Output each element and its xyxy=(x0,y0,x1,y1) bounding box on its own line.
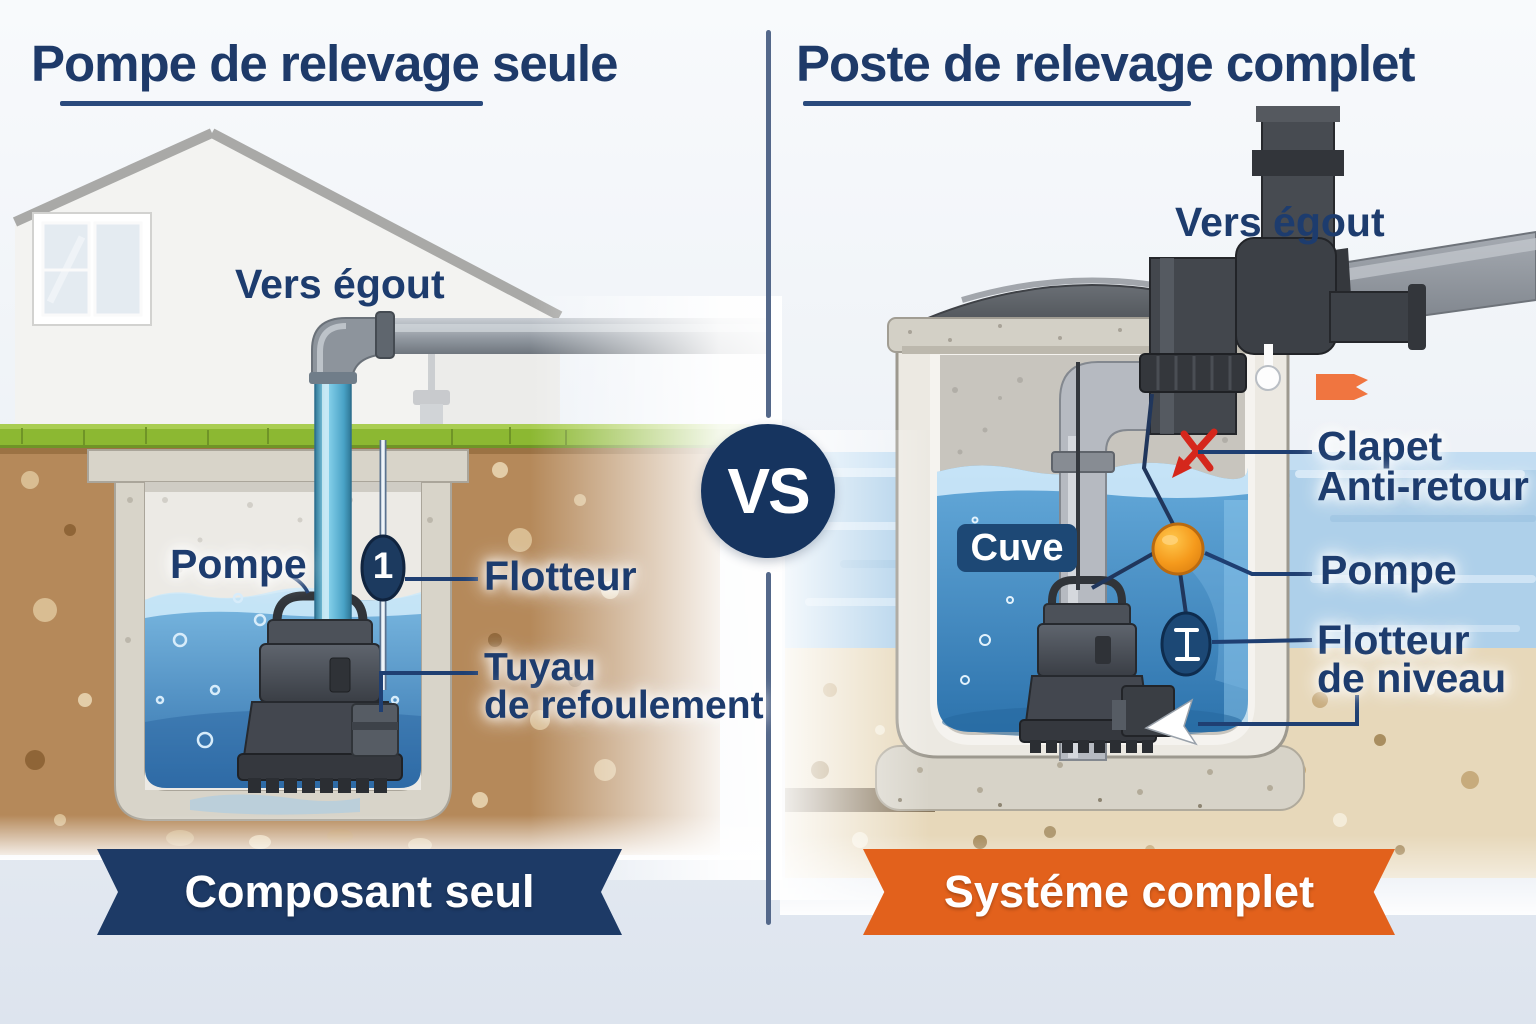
label-vers-egout-right: Vers égout xyxy=(1175,199,1385,245)
left-leader-lines xyxy=(288,573,478,712)
banner-systeme-complet: Systéme complet xyxy=(863,849,1395,935)
banner-composant-seul: Composant seul xyxy=(97,849,622,935)
right-panel-title: Poste de relevage complet xyxy=(796,35,1415,92)
float-ball-1 xyxy=(360,534,406,602)
vs-label: VS xyxy=(727,455,810,527)
left-panel-title: Pompe de relevage seule xyxy=(31,35,618,92)
float-cables-right xyxy=(1091,393,1188,615)
left-fade-overlay xyxy=(530,296,782,880)
submersible-pump-right xyxy=(1019,362,1175,753)
label-flotteur-niveau-line2: de niveau xyxy=(1317,655,1507,701)
cuve-label: Cuve xyxy=(970,526,1064,569)
submersible-pump-left xyxy=(237,375,403,793)
label-tuyau-line1: Tuyau xyxy=(484,646,596,689)
label-flotteur-left: Flotteur xyxy=(484,553,637,599)
label-tuyau-line2: de refoulement xyxy=(484,684,764,727)
right-leader-lines xyxy=(1198,450,1359,726)
label-clapet-line1: Clapet xyxy=(1317,423,1443,469)
banner-right-label: Systéme complet xyxy=(943,866,1315,917)
white-arrow-icon xyxy=(1144,698,1198,746)
float-number-badge: 1 xyxy=(372,545,394,586)
label-flotteur-niveau-line1: Flotteur xyxy=(1317,617,1470,663)
orange-flow-arrow-icon xyxy=(1316,374,1368,400)
label-pompe-left: Pompe xyxy=(170,541,307,587)
discharge-pipe-blue xyxy=(314,375,352,643)
house-illustration xyxy=(12,128,563,432)
center-divider-top xyxy=(766,30,771,418)
label-pompe-right: Pompe xyxy=(1320,547,1457,593)
center-divider-bottom xyxy=(766,572,771,925)
banner-left-label: Composant seul xyxy=(184,866,535,917)
cuve-tag: Cuve xyxy=(957,524,1077,572)
discharge-assembly-dark xyxy=(1139,106,1426,435)
house-window xyxy=(32,212,152,326)
i-beam-float-switch-icon xyxy=(1160,611,1212,677)
label-vers-egout-left: Vers égout xyxy=(235,261,445,307)
vs-badge: VS xyxy=(701,424,835,558)
label-clapet-line2: Anti-retour xyxy=(1317,463,1529,509)
right-title-underline xyxy=(803,101,1191,106)
orange-float-ball-icon xyxy=(1151,522,1205,576)
red-check-valve-icon xyxy=(1172,428,1218,478)
left-title-underline xyxy=(60,101,483,106)
float-ball-highlight xyxy=(1162,535,1178,545)
